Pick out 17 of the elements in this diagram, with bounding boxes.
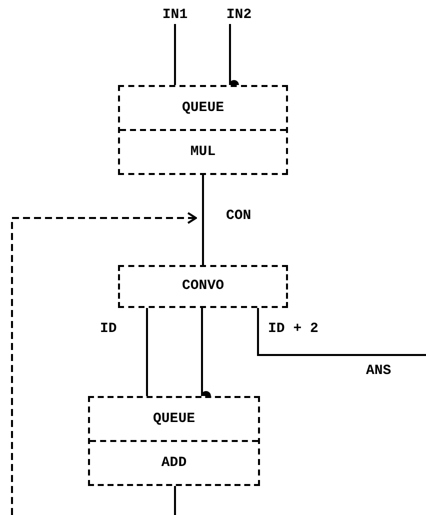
process-box (118, 85, 288, 175)
process-box (88, 396, 260, 486)
signal-label: IN1 (158, 6, 192, 24)
connector-line (202, 175, 204, 265)
connector-line (146, 308, 148, 396)
box-text: QUEUE (152, 410, 195, 428)
box-text: QUEUE (182, 98, 224, 118)
box-text: CONVO (182, 277, 224, 296)
process-box (118, 265, 288, 308)
connector-line (257, 308, 426, 356)
signal-label: IN2 (222, 6, 256, 24)
box-text: ADD (161, 454, 187, 472)
output-label: ANS (366, 364, 392, 378)
connector-line (174, 486, 176, 515)
connector-line (174, 24, 176, 85)
arrow (11, 212, 197, 515)
box-text: MUL (190, 142, 216, 162)
